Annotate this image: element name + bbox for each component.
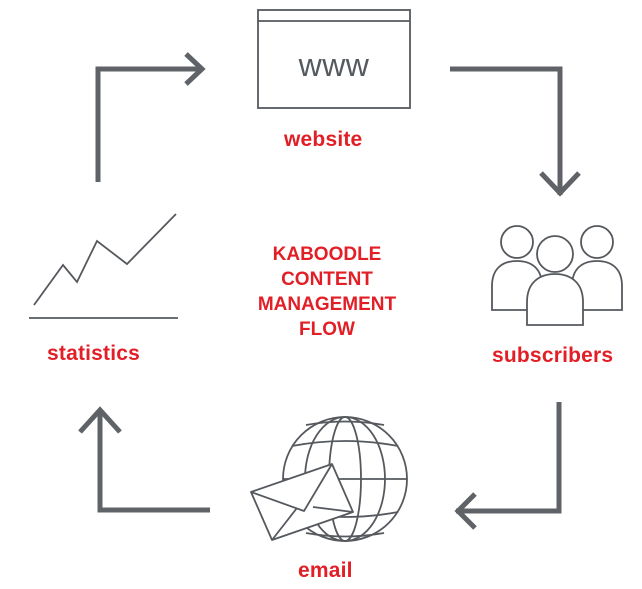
subscribers-label: subscribers <box>492 344 614 367</box>
arrow-website-to-subscribers <box>450 66 581 197</box>
browser-window-icon <box>257 9 411 109</box>
arrow-statistics-to-website <box>95 52 206 182</box>
email-label: email <box>298 559 353 582</box>
people-group-icon <box>491 225 623 326</box>
arrow-email-to-statistics <box>78 406 210 513</box>
center-title-line: CONTENT <box>281 269 373 290</box>
statistics-label: statistics <box>47 342 141 365</box>
center-title-line: MANAGEMENT <box>257 294 397 315</box>
center-title: KABOODLE CONTENT MANAGEMENT FLOW <box>228 242 426 342</box>
website-label: website <box>284 128 363 151</box>
line-chart-icon <box>29 213 178 319</box>
arrow-subscribers-to-email <box>454 402 562 530</box>
www-text: www <box>298 47 370 83</box>
globe-envelope-icon <box>250 416 408 542</box>
center-title-line: FLOW <box>299 319 355 340</box>
center-title-line: KABOODLE <box>272 244 382 265</box>
